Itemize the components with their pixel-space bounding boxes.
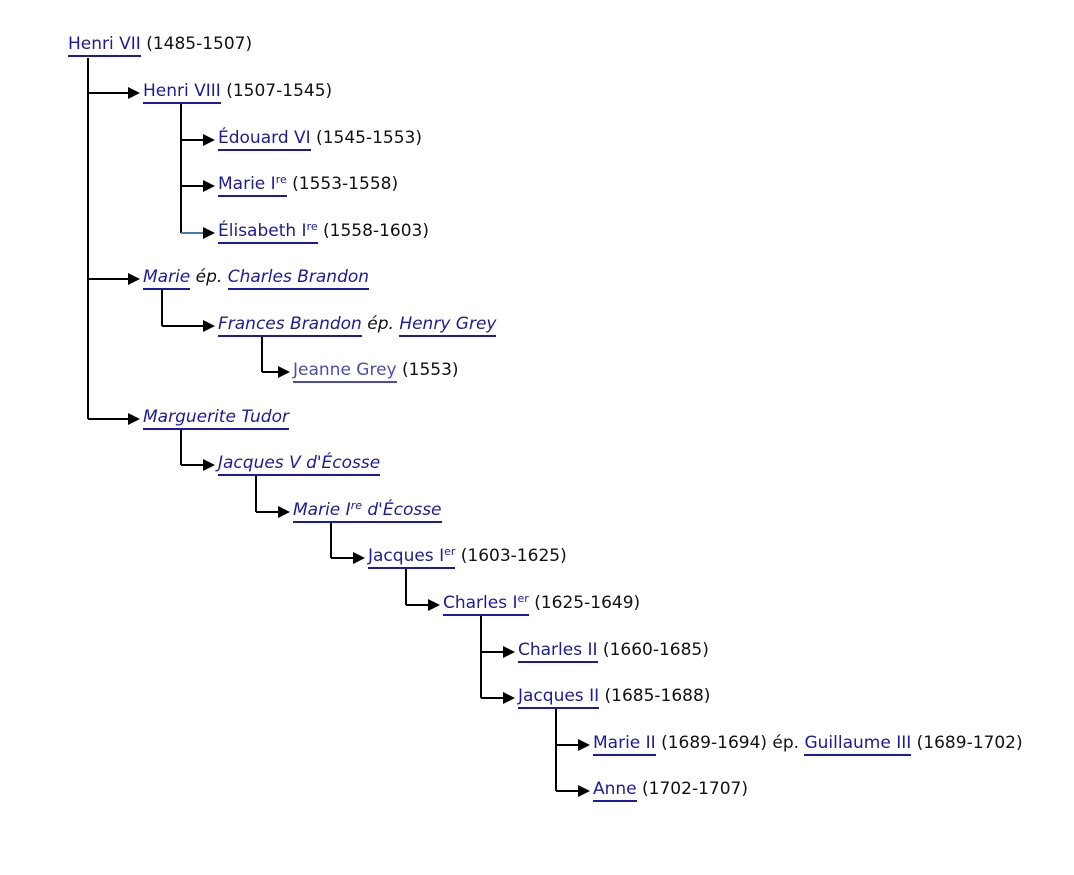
- link-text: Frances Brandon: [218, 314, 362, 334]
- person-link[interactable]: Charles Brandon: [227, 267, 370, 290]
- person-annotation: (1553-1558): [286, 174, 399, 194]
- link-text: Marie I: [293, 500, 351, 520]
- person-annotation: ép.: [190, 267, 228, 287]
- arrow-head-icon: [428, 599, 440, 611]
- person-link[interactable]: Henry Grey: [399, 314, 497, 337]
- person-annotation: (1558-1603): [317, 221, 429, 241]
- person-link[interactable]: Henri VIII: [143, 81, 221, 104]
- person-link[interactable]: Marie II: [593, 733, 656, 756]
- person-annotation: ép.: [361, 314, 400, 334]
- person-frances: Frances Brandon ép. Henry Grey: [218, 314, 497, 337]
- person-jacques2: Jacques II (1685-1688): [518, 686, 711, 709]
- arrow-head-icon: [278, 366, 290, 378]
- ordinal-superscript: er: [517, 592, 529, 605]
- person-henri7: Henri VII (1485-1507): [68, 34, 253, 57]
- person-charles1: Charles Ier (1625-1649): [443, 593, 641, 616]
- link-text: Élisabeth I: [218, 221, 307, 241]
- person-marie-ecosse: Marie Ire d'Écosse: [293, 500, 442, 523]
- person-link[interactable]: Anne: [593, 779, 637, 802]
- person-annotation: (1689-1702): [911, 733, 1023, 753]
- link-text: Henri VIII: [143, 81, 221, 101]
- person-anne: Anne (1702-1707): [593, 779, 748, 802]
- person-link[interactable]: Élisabeth Ire: [218, 221, 318, 244]
- person-elisabeth1: Élisabeth Ire (1558-1603): [218, 221, 429, 244]
- arrow-head-icon: [578, 785, 590, 797]
- person-link[interactable]: Guillaume III: [804, 733, 912, 756]
- link-text: Charles II: [518, 640, 598, 660]
- person-marie1: Marie Ire (1553-1558): [218, 174, 399, 197]
- person-jacques1: Jacques Ier (1603-1625): [368, 545, 567, 569]
- arrow-head-icon: [128, 273, 140, 285]
- link-text: Édouard VI: [218, 128, 311, 148]
- arrow-head-icon: [128, 87, 140, 99]
- ordinal-superscript: re: [306, 220, 318, 233]
- ordinal-superscript: er: [444, 545, 456, 558]
- person-marguerite: Marguerite Tudor: [143, 407, 289, 430]
- link-text: Jacques I: [368, 546, 445, 566]
- person-annotation: (1702-1707): [636, 779, 748, 799]
- person-link[interactable]: Marie Ire: [218, 174, 287, 197]
- person-jeanne: Jeanne Grey (1553): [293, 360, 459, 383]
- person-marie2: Marie II (1689-1694) ép. Guillaume III (…: [593, 733, 1023, 756]
- person-annotation: (1625-1649): [528, 593, 641, 613]
- arrow-head-icon: [353, 552, 365, 564]
- person-annotation: (1660-1685): [597, 640, 709, 660]
- person-annotation: (1553): [396, 360, 459, 380]
- person-annotation: (1685-1688): [599, 686, 711, 706]
- person-link[interactable]: Charles Ier: [443, 593, 529, 616]
- person-link[interactable]: Charles II: [518, 640, 598, 663]
- person-annotation: (1689-1694) ép.: [655, 733, 805, 753]
- person-link[interactable]: Édouard VI: [218, 128, 311, 151]
- arrow-head-icon: [578, 739, 590, 751]
- person-link[interactable]: Frances Brandon: [218, 314, 362, 337]
- arrow-head-icon: [503, 692, 515, 704]
- link-text: Marie II: [593, 733, 656, 753]
- link-text: Jacques V d'Écosse: [218, 453, 381, 473]
- person-link[interactable]: Marie Ire d'Écosse: [293, 500, 442, 523]
- link-text: Guillaume III: [804, 733, 912, 753]
- arrow-head-icon: [128, 413, 140, 425]
- arrow-head-icon: [203, 180, 215, 192]
- person-jacques5: Jacques V d'Écosse: [218, 453, 381, 476]
- arrow-head-icon: [203, 320, 215, 332]
- link-text: Marie I: [218, 174, 276, 194]
- arrow-head-icon: [203, 227, 215, 239]
- person-annotation: (1485-1507): [140, 34, 253, 54]
- link-text: Charles I: [443, 593, 518, 613]
- person-link[interactable]: Jacques Ier: [368, 545, 456, 569]
- person-link[interactable]: Marguerite Tudor: [143, 407, 289, 430]
- arrow-head-icon: [203, 134, 215, 146]
- person-marie-brandon: Marie ép. Charles Brandon: [143, 267, 370, 290]
- link-text: Henri VII: [68, 34, 141, 54]
- ordinal-superscript: re: [275, 173, 287, 186]
- person-link[interactable]: Henri VII: [68, 34, 141, 57]
- link-text: Henry Grey: [399, 314, 497, 334]
- link-text: Charles Brandon: [227, 267, 370, 287]
- arrow-head-icon: [503, 646, 515, 658]
- person-charles2: Charles II (1660-1685): [518, 640, 709, 663]
- arrow-head-icon: [203, 459, 215, 471]
- person-link[interactable]: Jacques V d'Écosse: [218, 453, 381, 476]
- person-annotation: (1545-1553): [310, 128, 422, 148]
- arrow-head-icon: [278, 506, 290, 518]
- person-edouard6: Édouard VI (1545-1553): [218, 128, 422, 151]
- person-henri8: Henri VIII (1507-1545): [143, 81, 333, 104]
- person-annotation: (1603-1625): [455, 546, 567, 566]
- ordinal-superscript: re: [350, 499, 362, 512]
- person-annotation: (1507-1545): [220, 81, 333, 101]
- link-text: Marguerite Tudor: [143, 407, 289, 427]
- person-link[interactable]: Jeanne Grey: [293, 360, 397, 383]
- person-link[interactable]: Jacques II: [518, 686, 600, 709]
- person-link[interactable]: Marie: [143, 267, 191, 290]
- link-text: Marie: [143, 267, 191, 287]
- link-text: Jacques II: [518, 686, 600, 706]
- link-text: Anne: [593, 779, 637, 799]
- link-text: Jeanne Grey: [293, 360, 397, 380]
- link-suffix: d'Écosse: [361, 500, 442, 520]
